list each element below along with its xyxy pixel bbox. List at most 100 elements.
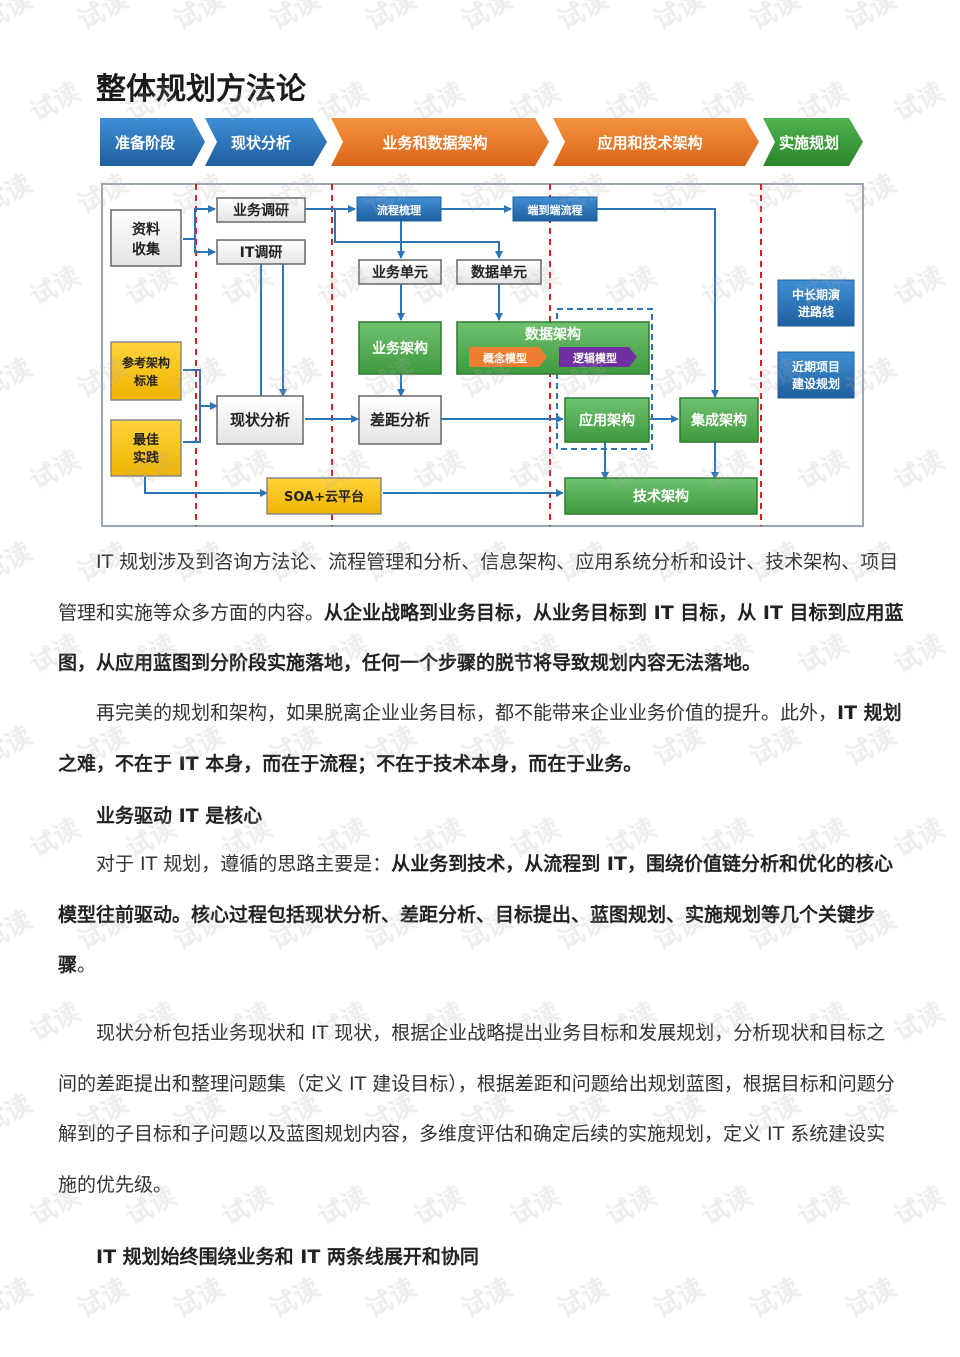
watermark-text: 试读	[457, 1273, 518, 1325]
watermark-text: 试读	[649, 0, 710, 37]
watermark-text: 试读	[73, 0, 134, 37]
watermark-text: 试读	[745, 1273, 806, 1325]
diagram-frame	[101, 183, 864, 527]
watermark-text: 试读	[25, 261, 86, 313]
watermark-text: 试读	[553, 0, 614, 37]
svg-text:端到端流程: 端到端流程	[528, 203, 583, 217]
box-data-unit: 数据单元	[456, 259, 542, 285]
svg-text:数据单元: 数据单元	[471, 264, 527, 281]
logic-model-tag	[559, 347, 637, 367]
box-business-architecture: 业务架构	[358, 321, 442, 375]
box-technology-architecture: 技术架构	[564, 477, 758, 515]
phase-chevron-implement	[763, 118, 863, 166]
section-heading-two-lines: IT 规划始终围绕业务和 IT 两条线展开和协同	[96, 1246, 479, 1268]
watermark-text: 试读	[361, 0, 422, 37]
svg-text:IT调研: IT调研	[240, 245, 283, 261]
svg-text:SOA+云平台: SOA+云平台	[284, 489, 364, 505]
concept-model-tag	[469, 347, 547, 367]
box-data-architecture: 数据架构 概念模型 逻辑模型	[456, 321, 650, 375]
watermark-text: 试读	[265, 1273, 326, 1325]
watermark-text: 试读	[889, 77, 950, 129]
watermark-text: 试读	[649, 1273, 710, 1325]
phase-chevron-app-tech	[553, 118, 759, 166]
svg-text:集成架构: 集成架构	[690, 412, 747, 429]
watermark-text: 试读	[0, 721, 38, 773]
svg-text:现状分析: 现状分析	[230, 411, 290, 429]
svg-text:差距分析: 差距分析	[370, 411, 430, 429]
box-business-survey: 业务调研	[216, 197, 306, 223]
box-label: 资料	[132, 221, 160, 238]
svg-text:业务调研: 业务调研	[233, 202, 289, 219]
box-label: 标准	[133, 373, 158, 388]
watermark-text: 试读	[841, 0, 902, 37]
app-arch-dashed-group	[556, 308, 653, 450]
watermark-text: 试读	[265, 0, 326, 37]
watermark-text: 试读	[841, 1273, 902, 1325]
box-label: 收集	[132, 241, 161, 258]
box-near-term-plan: 近期项目 建设规划	[777, 351, 855, 399]
section-heading-business-driven: 业务驱动 IT 是核心	[96, 805, 263, 827]
box-data-collection: 资料 收集	[110, 209, 182, 267]
box-end-to-end-process: 端到端流程	[512, 196, 598, 222]
box-label: 近期项目	[792, 359, 840, 374]
box-status-analysis: 现状分析	[216, 395, 304, 445]
phase-label: 业务和数据架构	[382, 134, 487, 152]
box-business-unit: 业务单元	[358, 259, 442, 285]
box-application-architecture: 应用架构	[564, 397, 650, 443]
paragraph-it-planning-scope: IT 规划涉及到咨询方法论、流程管理和分析、信息架构、应用系统分析和设计、技术架…	[58, 551, 904, 674]
box-label: 实践	[133, 450, 159, 466]
page-title: 整体规划方法论	[96, 72, 306, 107]
box-process-review: 流程梳理	[356, 196, 442, 222]
watermark-text: 试读	[889, 261, 950, 313]
box-soa-cloud: SOA+云平台	[266, 477, 382, 515]
box-label: 中长期演	[792, 287, 840, 302]
phase-chevron-business-data	[331, 118, 549, 166]
watermark-text: 试读	[0, 1089, 38, 1141]
paragraph-status-analysis: 现状分析包括业务现状和 IT 现状，根据企业战略提出业务目标和发展规划，分析现状…	[58, 1022, 895, 1196]
watermark-text: 试读	[0, 353, 38, 405]
watermark-text: 试读	[73, 1273, 134, 1325]
svg-text:技术架构: 技术架构	[633, 488, 689, 505]
phase-label: 实施规划	[779, 134, 839, 152]
phase-label: 应用和技术架构	[597, 134, 702, 152]
box-label: 最佳	[133, 432, 159, 448]
box-label: 进路线	[798, 304, 834, 319]
svg-text:流程梳理: 流程梳理	[377, 203, 421, 217]
box-it-survey: IT调研	[216, 239, 306, 265]
watermark-text: 试读	[553, 1273, 614, 1325]
watermark-text: 试读	[0, 169, 38, 221]
watermark-text: 试读	[457, 0, 518, 37]
watermark-text: 试读	[0, 0, 38, 37]
phase-label: 准备阶段	[115, 134, 175, 152]
watermark-text: 试读	[169, 0, 230, 37]
methodology-diagram: 准备阶段 现状分析 业务和数据架构 应用和技术架构 实施规划	[100, 118, 864, 527]
paragraph-business-value: 再完美的规划和架构，如果脱离企业业务目标，都不能带来企业业务价值的提升。此外，I…	[58, 702, 902, 775]
phase-chevron-status	[205, 118, 327, 166]
box-integration-architecture: 集成架构	[679, 397, 759, 443]
svg-text:业务架构: 业务架构	[372, 340, 428, 357]
phase-bar: 准备阶段 现状分析 业务和数据架构 应用和技术架构 实施规划	[100, 118, 863, 166]
watermark-text: 试读	[0, 905, 38, 957]
box-label: 建设规划	[791, 376, 840, 391]
box-best-practice: 最佳 实践	[110, 419, 182, 477]
watermark-text: 试读	[25, 445, 86, 497]
watermark-text: 试读	[889, 445, 950, 497]
watermark-text: 试读	[361, 1273, 422, 1325]
watermark-text: 试读	[0, 1273, 38, 1325]
svg-text:数据架构: 数据架构	[525, 326, 581, 343]
svg-text:概念模型: 概念模型	[483, 351, 527, 365]
phase-label: 现状分析	[231, 134, 291, 152]
svg-text:逻辑模型: 逻辑模型	[573, 351, 617, 365]
watermark-text: 试读	[745, 0, 806, 37]
connectors	[144, 205, 719, 497]
box-mid-long-roadmap: 中长期演 进路线	[777, 279, 855, 327]
svg-text:业务单元: 业务单元	[372, 264, 428, 281]
box-reference-architecture: 参考架构 标准	[110, 341, 182, 401]
paragraph-planning-approach: 对于 IT 规划，遵循的思路主要是：从业务到技术，从流程到 IT，围绕价值链分析…	[58, 853, 893, 976]
phase-chevron-prep	[100, 118, 205, 166]
box-gap-analysis: 差距分析	[358, 395, 442, 445]
watermark-text: 试读	[169, 1273, 230, 1325]
watermark-text: 试读	[25, 77, 86, 129]
watermark-text: 试读	[0, 537, 38, 589]
box-label: 参考架构	[122, 355, 170, 370]
